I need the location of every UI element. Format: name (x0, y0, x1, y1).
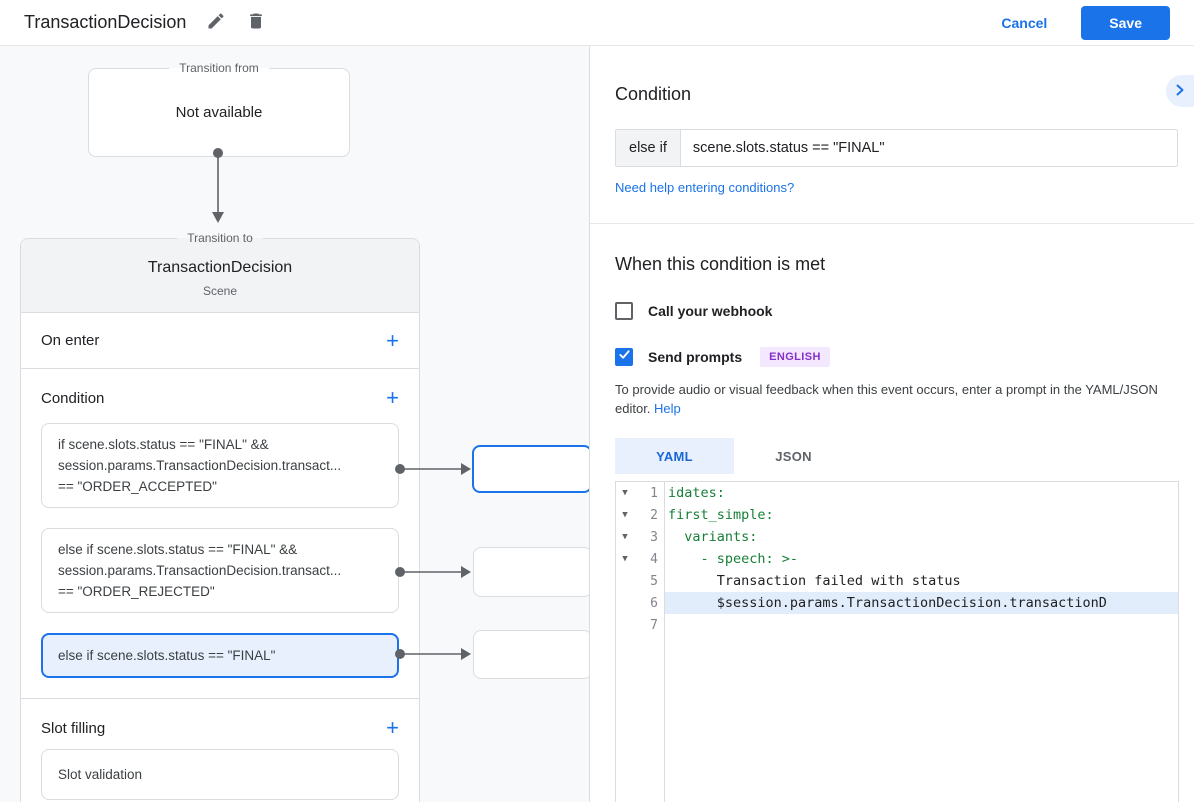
tab-yaml[interactable]: YAML (615, 438, 734, 474)
condition-card-2[interactable]: else if scene.slots.status == "FINAL" &&… (41, 528, 399, 613)
fold-arrow-icon[interactable]: ▼ (622, 532, 628, 542)
line-number: 6 (650, 595, 658, 611)
delete-button[interactable] (246, 11, 266, 34)
transition-from-content: Not available (175, 104, 263, 121)
condition-line: == "ORDER_REJECTED" (58, 584, 215, 599)
condition-editor-panel: Condition else if Need help entering con… (589, 46, 1194, 802)
on-enter-row[interactable]: On enter + (21, 313, 419, 369)
collapse-panel-button[interactable] (1166, 75, 1194, 107)
line-number: 5 (650, 573, 658, 589)
scene-diagram-canvas: Transition from Not available Transition… (0, 46, 589, 802)
send-prompts-row: Send prompts ENGLISH (615, 347, 1178, 367)
code-text: first_simple: (668, 507, 774, 523)
scene-subtitle: Scene (202, 284, 238, 298)
cancel-button[interactable]: Cancel (1001, 14, 1048, 31)
code-line: ▼ 2 first_simple: (616, 504, 1178, 526)
add-on-enter-button[interactable]: + (386, 327, 399, 353)
condition-line: session.params.TransactionDecision.trans… (58, 458, 342, 473)
fold-arrow-icon[interactable]: ▼ (622, 488, 628, 498)
edit-button[interactable] (206, 11, 226, 34)
transition-target-box-2[interactable] (473, 547, 589, 597)
code-line: 7 (616, 614, 1178, 636)
transition-from-legend: Transition from (169, 61, 269, 75)
condition-prefix: else if (616, 130, 681, 166)
prompt-description: To provide audio or visual feedback when… (615, 380, 1178, 418)
slot-validation-card[interactable]: Slot validation (41, 749, 399, 800)
line-number: 4 (650, 551, 658, 567)
slot-filling-section: Slot filling + Slot validation (21, 699, 419, 802)
condition-expression-field: else if (615, 129, 1178, 167)
tab-json[interactable]: JSON (734, 438, 853, 474)
condition-card-1[interactable]: if scene.slots.status == "FINAL" && sess… (41, 423, 399, 508)
add-condition-button[interactable]: + (386, 385, 399, 410)
code-line: ▼ 1 idates: (616, 482, 1178, 504)
condition-card-3-selected[interactable]: else if scene.slots.status == "FINAL" (41, 633, 399, 678)
condition-expression-input[interactable] (680, 130, 1177, 166)
code-text: - speech: >- (668, 551, 799, 567)
language-badge: ENGLISH (760, 347, 830, 367)
code-text: idates: (668, 485, 725, 501)
prompt-description-text: To provide audio or visual feedback when… (615, 382, 1158, 416)
on-enter-label: On enter (41, 332, 100, 349)
scene-header[interactable]: TransactionDecision Scene (21, 239, 419, 313)
condition-header-section: Condition else if Need help entering con… (590, 46, 1194, 224)
trash-icon (246, 11, 266, 34)
editor-tabs: YAML JSON (615, 438, 1178, 474)
condition-line: else if scene.slots.status == "FINAL" (58, 648, 276, 663)
slot-filling-label: Slot filling (41, 719, 106, 737)
condition-line: session.params.TransactionDecision.trans… (58, 563, 342, 578)
save-button[interactable]: Save (1081, 5, 1170, 40)
page-title: TransactionDecision (24, 12, 187, 32)
condition-section-label: Condition (41, 389, 105, 407)
send-prompts-label: Send prompts (648, 349, 743, 365)
line-number: 2 (650, 507, 658, 523)
code-text: Transaction failed with status (668, 573, 961, 589)
code-text (665, 614, 1178, 636)
yaml-code-editor[interactable]: ▼ 1 idates: ▼ 2 first_simple: ▼ 3 variants:… (615, 481, 1179, 802)
code-line: ▼ 4 - speech: >- (616, 548, 1178, 570)
code-line-highlighted: 6 $session.params.TransactionDecision.tr… (616, 592, 1178, 614)
condition-section: Condition + if scene.slots.status == "FI… (21, 369, 419, 699)
top-bar: TransactionDecision Cancel Save (0, 0, 1194, 46)
fold-arrow-icon[interactable]: ▼ (622, 554, 628, 564)
call-webhook-checkbox[interactable] (615, 302, 633, 320)
add-slot-button[interactable]: + (386, 715, 399, 740)
when-met-heading: When this condition is met (615, 254, 826, 274)
scene-title: TransactionDecision (147, 259, 293, 276)
code-line: ▼ 3 variants: (616, 526, 1178, 548)
transition-target-box-3[interactable] (473, 630, 589, 679)
line-number: 3 (650, 529, 658, 545)
condition-line: == "ORDER_ACCEPTED" (58, 479, 217, 494)
transition-to-box: Transition to TransactionDecision Scene … (20, 231, 420, 802)
line-number: 7 (650, 617, 658, 633)
transition-to-legend: Transition to (177, 231, 263, 245)
line-number: 1 (650, 485, 658, 501)
condition-help-link[interactable]: Need help entering conditions? (615, 180, 795, 195)
chevron-right-icon (1174, 84, 1186, 99)
condition-heading: Condition (615, 84, 692, 104)
code-text: $session.params.TransactionDecision.tran… (665, 592, 1178, 614)
help-link[interactable]: Help (654, 401, 681, 416)
call-webhook-label: Call your webhook (648, 303, 773, 319)
send-prompts-checkbox[interactable] (615, 348, 633, 366)
condition-line: else if scene.slots.status == "FINAL" && (58, 542, 298, 557)
pencil-icon (206, 11, 226, 34)
transition-target-box-1[interactable] (472, 445, 589, 493)
code-text: variants: (668, 529, 758, 545)
when-condition-met-section: When this condition is met Call your web… (590, 224, 1194, 802)
webhook-row: Call your webhook (615, 302, 1178, 320)
checkmark-icon (618, 348, 631, 366)
editor-empty-area (616, 636, 1178, 802)
transition-from-box[interactable]: Transition from Not available (88, 61, 350, 157)
fold-arrow-icon[interactable]: ▼ (622, 510, 628, 520)
condition-line: if scene.slots.status == "FINAL" && (58, 437, 269, 452)
code-line: 5 Transaction failed with status (616, 570, 1178, 592)
